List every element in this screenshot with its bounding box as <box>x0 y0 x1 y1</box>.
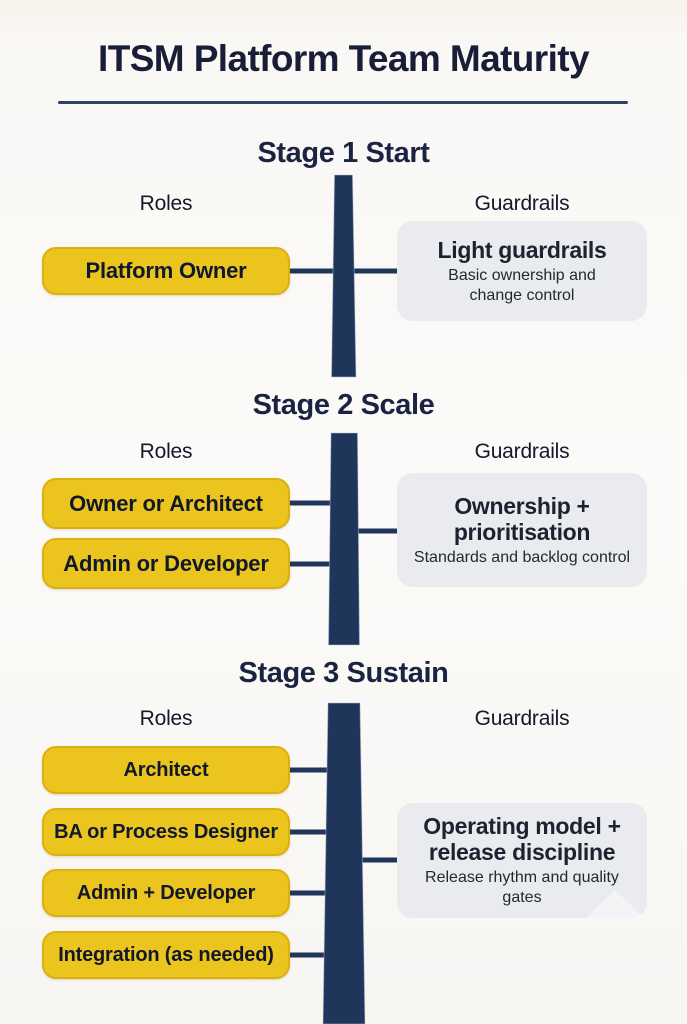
stage2-guardrail-subtitle: Standards and backlog control <box>413 548 631 566</box>
timeline-bar-stage3 <box>322 702 366 1024</box>
stage3-role-architect: Architect <box>42 746 290 794</box>
stage1-role-platform-owner: Platform Owner <box>42 247 290 295</box>
stage2-guardrail-box: Ownership + prioritisation Standards and… <box>397 473 647 587</box>
stage2-heading: Stage 2 Scale <box>252 389 435 421</box>
stage3-role-integration: Integration (as needed) <box>42 931 290 979</box>
page-title: ITSM Platform Team Maturity <box>98 38 590 79</box>
stage1-heading: Stage 1 Start <box>257 137 430 169</box>
timeline-bar-stage1 <box>330 174 357 378</box>
title-underline <box>58 101 628 104</box>
stage1-guardrail-subtitle: Basic ownership and change control <box>448 266 596 304</box>
stage3-guardrail-subtitle: Release rhythm and quality gates <box>425 869 619 906</box>
stage3-role-admin-developer: Admin + Developer <box>42 869 290 917</box>
stage3-guardrail-title: Operating model + release discipline <box>423 813 621 865</box>
stage2-roles-label: Roles <box>139 440 193 463</box>
stage3-guardrail-box: Operating model + release discipline Rel… <box>397 803 647 918</box>
stage1-roles-label: Roles <box>139 192 193 215</box>
stage2-role-admin-or-developer: Admin or Developer <box>42 538 290 589</box>
stage3-role-ba-or-process-designer: BA or Process Designer <box>42 808 290 856</box>
stage3-heading: Stage 3 Sustain <box>238 657 449 689</box>
stage3-roles-label: Roles <box>139 707 193 730</box>
stage1-guardrail-box: Light guardrails Basic ownership and cha… <box>397 221 647 321</box>
stage1-guardrail-title: Light guardrails <box>437 236 607 263</box>
stage1-guardrails-label: Guardrails <box>474 192 570 215</box>
stage2-guardrails-label: Guardrails <box>474 440 570 463</box>
stage2-role-owner-or-architect: Owner or Architect <box>42 478 290 529</box>
timeline-bar-stage2 <box>327 432 361 646</box>
stage2-guardrail-title: Ownership + prioritisation <box>453 492 591 545</box>
stage3-guardrails-label: Guardrails <box>474 707 570 730</box>
